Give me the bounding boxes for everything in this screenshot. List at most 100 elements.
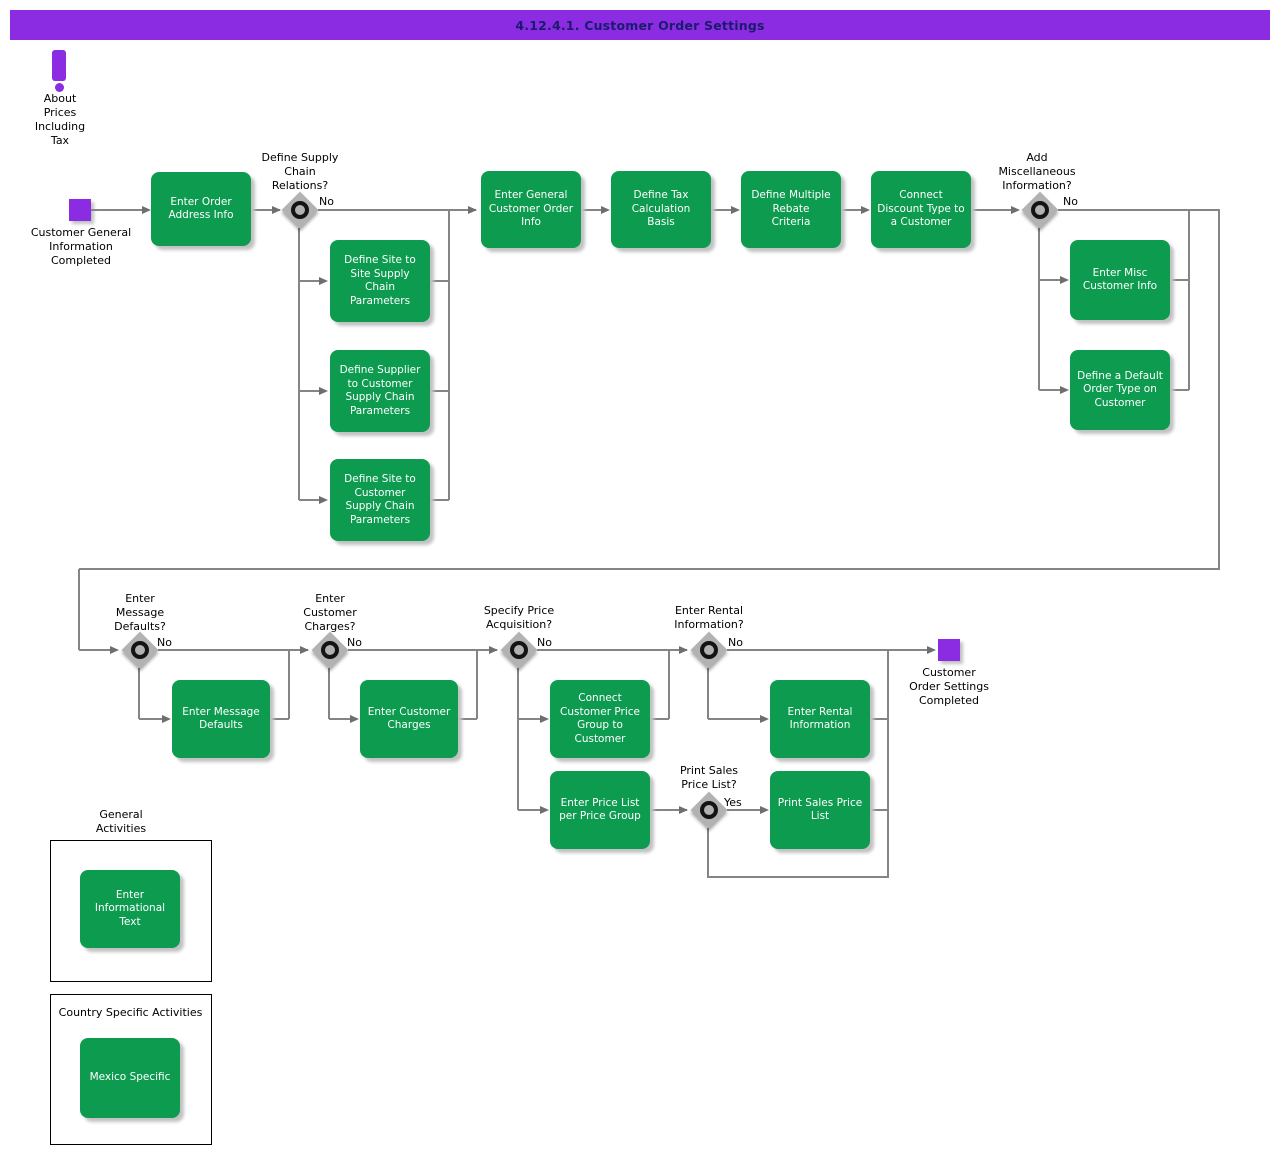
connector-line	[971, 209, 1014, 211]
title-bar: 4.12.4.1. Customer Order Settings	[10, 10, 1270, 40]
task-enter-message-defaults[interactable]: Enter Message Defaults	[172, 680, 270, 758]
arrowhead-icon	[540, 714, 549, 723]
question-add-miscellaneous-information: Add Miscellaneous Information?	[998, 151, 1076, 192]
gateway-circle-icon	[291, 201, 309, 219]
question-specify-price-acquisition: Specify Price Acquisition?	[483, 604, 555, 631]
connector-line	[430, 280, 449, 282]
connector-line	[430, 390, 449, 392]
branch-label-no: No	[537, 636, 552, 649]
start-event-label: Customer General Information Completed	[30, 226, 132, 267]
connector-line	[476, 650, 478, 719]
connector-line	[288, 650, 290, 719]
arrowhead-icon	[679, 805, 688, 814]
task-define-site-to-site-supply-chain-parameters[interactable]: Define Site to Site Supply Chain Paramet…	[330, 240, 430, 322]
task-connect-discount-type-to-a-customer[interactable]: Connect Discount Type to a Customer	[871, 171, 971, 248]
arrowhead-icon	[601, 205, 610, 214]
task-print-sales-price-list[interactable]: Print Sales Price List	[770, 771, 870, 849]
question-enter-message-defaults: Enter Message Defaults?	[114, 592, 166, 633]
end-event	[938, 639, 960, 661]
connector-line	[348, 649, 497, 651]
connector-line	[668, 650, 670, 719]
arrowhead-icon	[319, 386, 328, 395]
connector-line	[708, 876, 889, 878]
connector-line	[1058, 209, 1220, 211]
connector-line	[650, 809, 687, 811]
decision-specify-price-acquisition	[500, 631, 538, 669]
arrowhead-icon	[272, 205, 281, 214]
connector-line	[518, 718, 544, 720]
page-title: 4.12.4.1. Customer Order Settings	[515, 17, 765, 33]
connector-line	[299, 280, 322, 282]
connector-line	[91, 209, 146, 211]
arrowhead-icon	[468, 205, 477, 214]
arrowhead-icon	[1060, 385, 1069, 394]
connector-line	[138, 668, 140, 719]
task-enter-misc-customer-info[interactable]: Enter Misc Customer Info	[1070, 240, 1170, 320]
arrowhead-icon	[1011, 205, 1020, 214]
connector-line	[298, 228, 300, 500]
decision-define-supply-chain-relations	[281, 191, 319, 229]
connector-line	[517, 668, 519, 810]
connector-line	[707, 828, 709, 878]
arrowhead-icon	[162, 714, 171, 723]
connector-line	[870, 809, 888, 811]
connector-line	[870, 718, 888, 720]
arrowhead-icon	[1060, 275, 1069, 284]
decision-print-sales-price-list	[690, 791, 728, 829]
group-label-general-activities: General Activities	[95, 808, 147, 835]
connector-line	[139, 718, 166, 720]
annotation-label: About Prices Including Tax	[34, 92, 86, 147]
connector-line	[78, 569, 80, 650]
decision-enter-message-defaults	[121, 631, 159, 669]
task-enter-customer-charges[interactable]: Enter Customer Charges	[360, 680, 458, 758]
arrowhead-icon	[142, 205, 151, 214]
question-print-sales-price-list: Print Sales Price List?	[679, 764, 739, 791]
task-define-a-default-order-type-on-customer[interactable]: Define a Default Order Type on Customer	[1070, 350, 1170, 430]
arrowhead-icon	[927, 645, 936, 654]
task-define-tax-calculation-basis[interactable]: Define Tax Calculation Basis	[611, 171, 711, 248]
connector-line	[79, 568, 1220, 570]
task-enter-informational-text[interactable]: Enter Informational Text	[80, 870, 180, 948]
connector-line	[329, 718, 354, 720]
task-define-supplier-to-customer-supply-chain-parameters[interactable]: Define Supplier to Customer Supply Chain…	[330, 350, 430, 432]
task-define-multiple-rebate-criteria[interactable]: Define Multiple Rebate Criteria	[741, 171, 841, 248]
connector-line	[518, 809, 544, 811]
arrowhead-icon	[489, 645, 498, 654]
task-enter-rental-information[interactable]: Enter Rental Information	[770, 680, 870, 758]
arrowhead-icon	[760, 805, 769, 814]
gateway-circle-icon	[321, 641, 339, 659]
connector-line	[727, 809, 764, 811]
decision-enter-rental-information	[690, 631, 728, 669]
decision-enter-customer-charges	[311, 631, 349, 669]
connector-line	[711, 209, 734, 211]
connector-line	[1218, 210, 1220, 569]
arrowhead-icon	[760, 714, 769, 723]
end-event-label: Customer Order Settings Completed	[909, 666, 989, 707]
connector-line	[707, 668, 709, 719]
branch-label-no: No	[157, 636, 172, 649]
arrowhead-icon	[540, 805, 549, 814]
connector-line	[1170, 279, 1189, 281]
branch-label-no: No	[1063, 195, 1078, 208]
task-enter-price-list-per-price-group[interactable]: Enter Price List per Price Group	[550, 771, 650, 849]
arrowhead-icon	[861, 205, 870, 214]
task-enter-general-customer-order-info[interactable]: Enter General Customer Order Info	[481, 171, 581, 248]
arrowhead-icon	[300, 645, 309, 654]
connector-line	[448, 210, 450, 500]
gateway-circle-icon	[131, 641, 149, 659]
task-connect-customer-price-group-to-customer[interactable]: Connect Customer Price Group to Customer	[550, 680, 650, 758]
arrowhead-icon	[319, 495, 328, 504]
connector-line	[299, 390, 322, 392]
connector-line	[458, 718, 477, 720]
task-mexico-specific[interactable]: Mexico Specific	[80, 1038, 180, 1118]
gateway-circle-icon	[1031, 201, 1049, 219]
gateway-circle-icon	[510, 641, 528, 659]
group-label-country-specific-activities: Country Specific Activities	[58, 1006, 203, 1019]
start-event	[69, 199, 91, 221]
task-enter-order-address-info[interactable]: Enter Order Address Info	[151, 172, 251, 246]
connector-line	[727, 649, 930, 651]
task-define-site-to-customer-supply-chain-parameters[interactable]: Define Site to Customer Supply Chain Par…	[330, 459, 430, 541]
connector-line	[708, 718, 765, 720]
connector-line	[887, 650, 889, 878]
